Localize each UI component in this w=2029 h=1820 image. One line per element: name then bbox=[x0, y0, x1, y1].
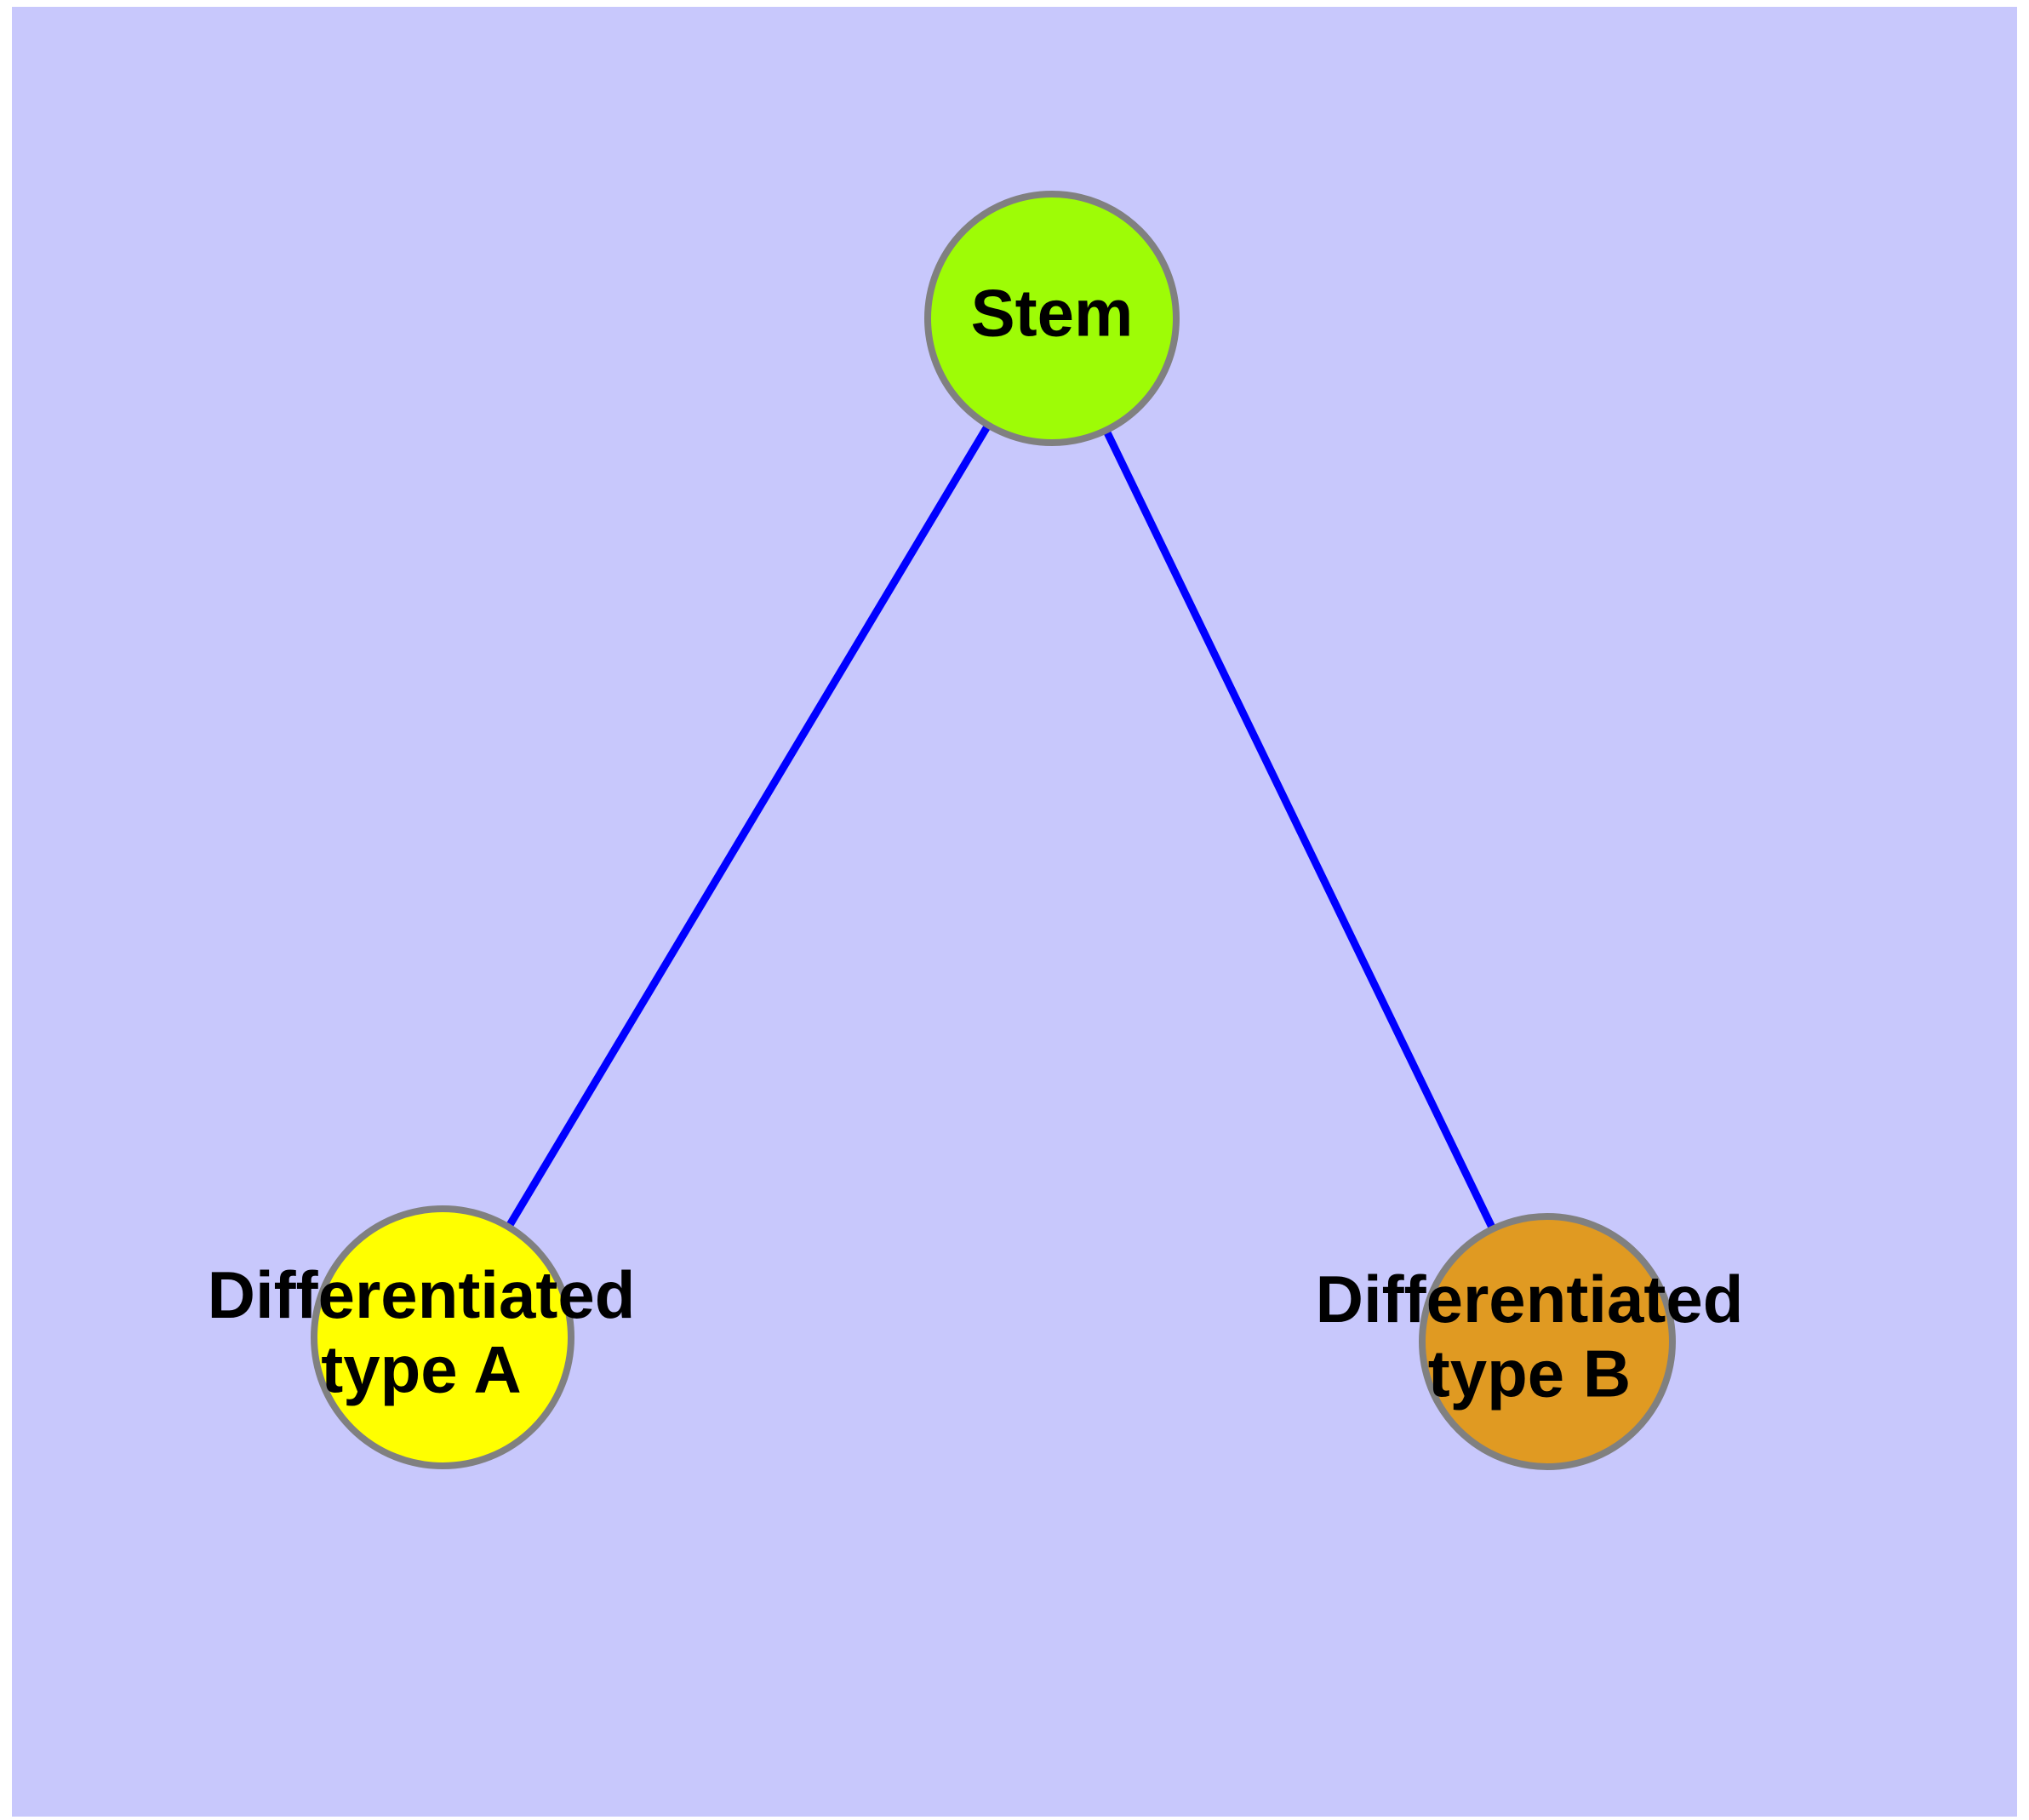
node-stem-label-line-1: Stem bbox=[971, 276, 1134, 351]
node-differentiated-type-a-circle[interactable] bbox=[311, 1205, 574, 1469]
node-differentiated-type-b-label-line-2: type B bbox=[1428, 1336, 1631, 1411]
edges-group bbox=[506, 424, 1496, 1229]
edge-stem-to-differentiated-b[interactable] bbox=[1103, 430, 1496, 1229]
node-differentiated-type-a-label-line-1: Differentiated bbox=[208, 1257, 636, 1332]
node-differentiated-type-a-label-line-2: type A bbox=[321, 1331, 522, 1406]
node-stem[interactable]: Stem bbox=[924, 191, 1180, 446]
node-differentiated-type-b-circle[interactable] bbox=[1419, 1213, 1676, 1470]
node-differentiated-type-b[interactable]: Differentiated type B bbox=[1316, 1213, 1744, 1470]
edge-stem-to-differentiated-a[interactable] bbox=[506, 424, 991, 1228]
node-differentiated-type-b-label-line-1: Differentiated bbox=[1316, 1262, 1744, 1336]
node-differentiated-type-a[interactable]: Differentiated type A bbox=[208, 1205, 636, 1469]
node-stem-circle[interactable] bbox=[924, 191, 1180, 446]
